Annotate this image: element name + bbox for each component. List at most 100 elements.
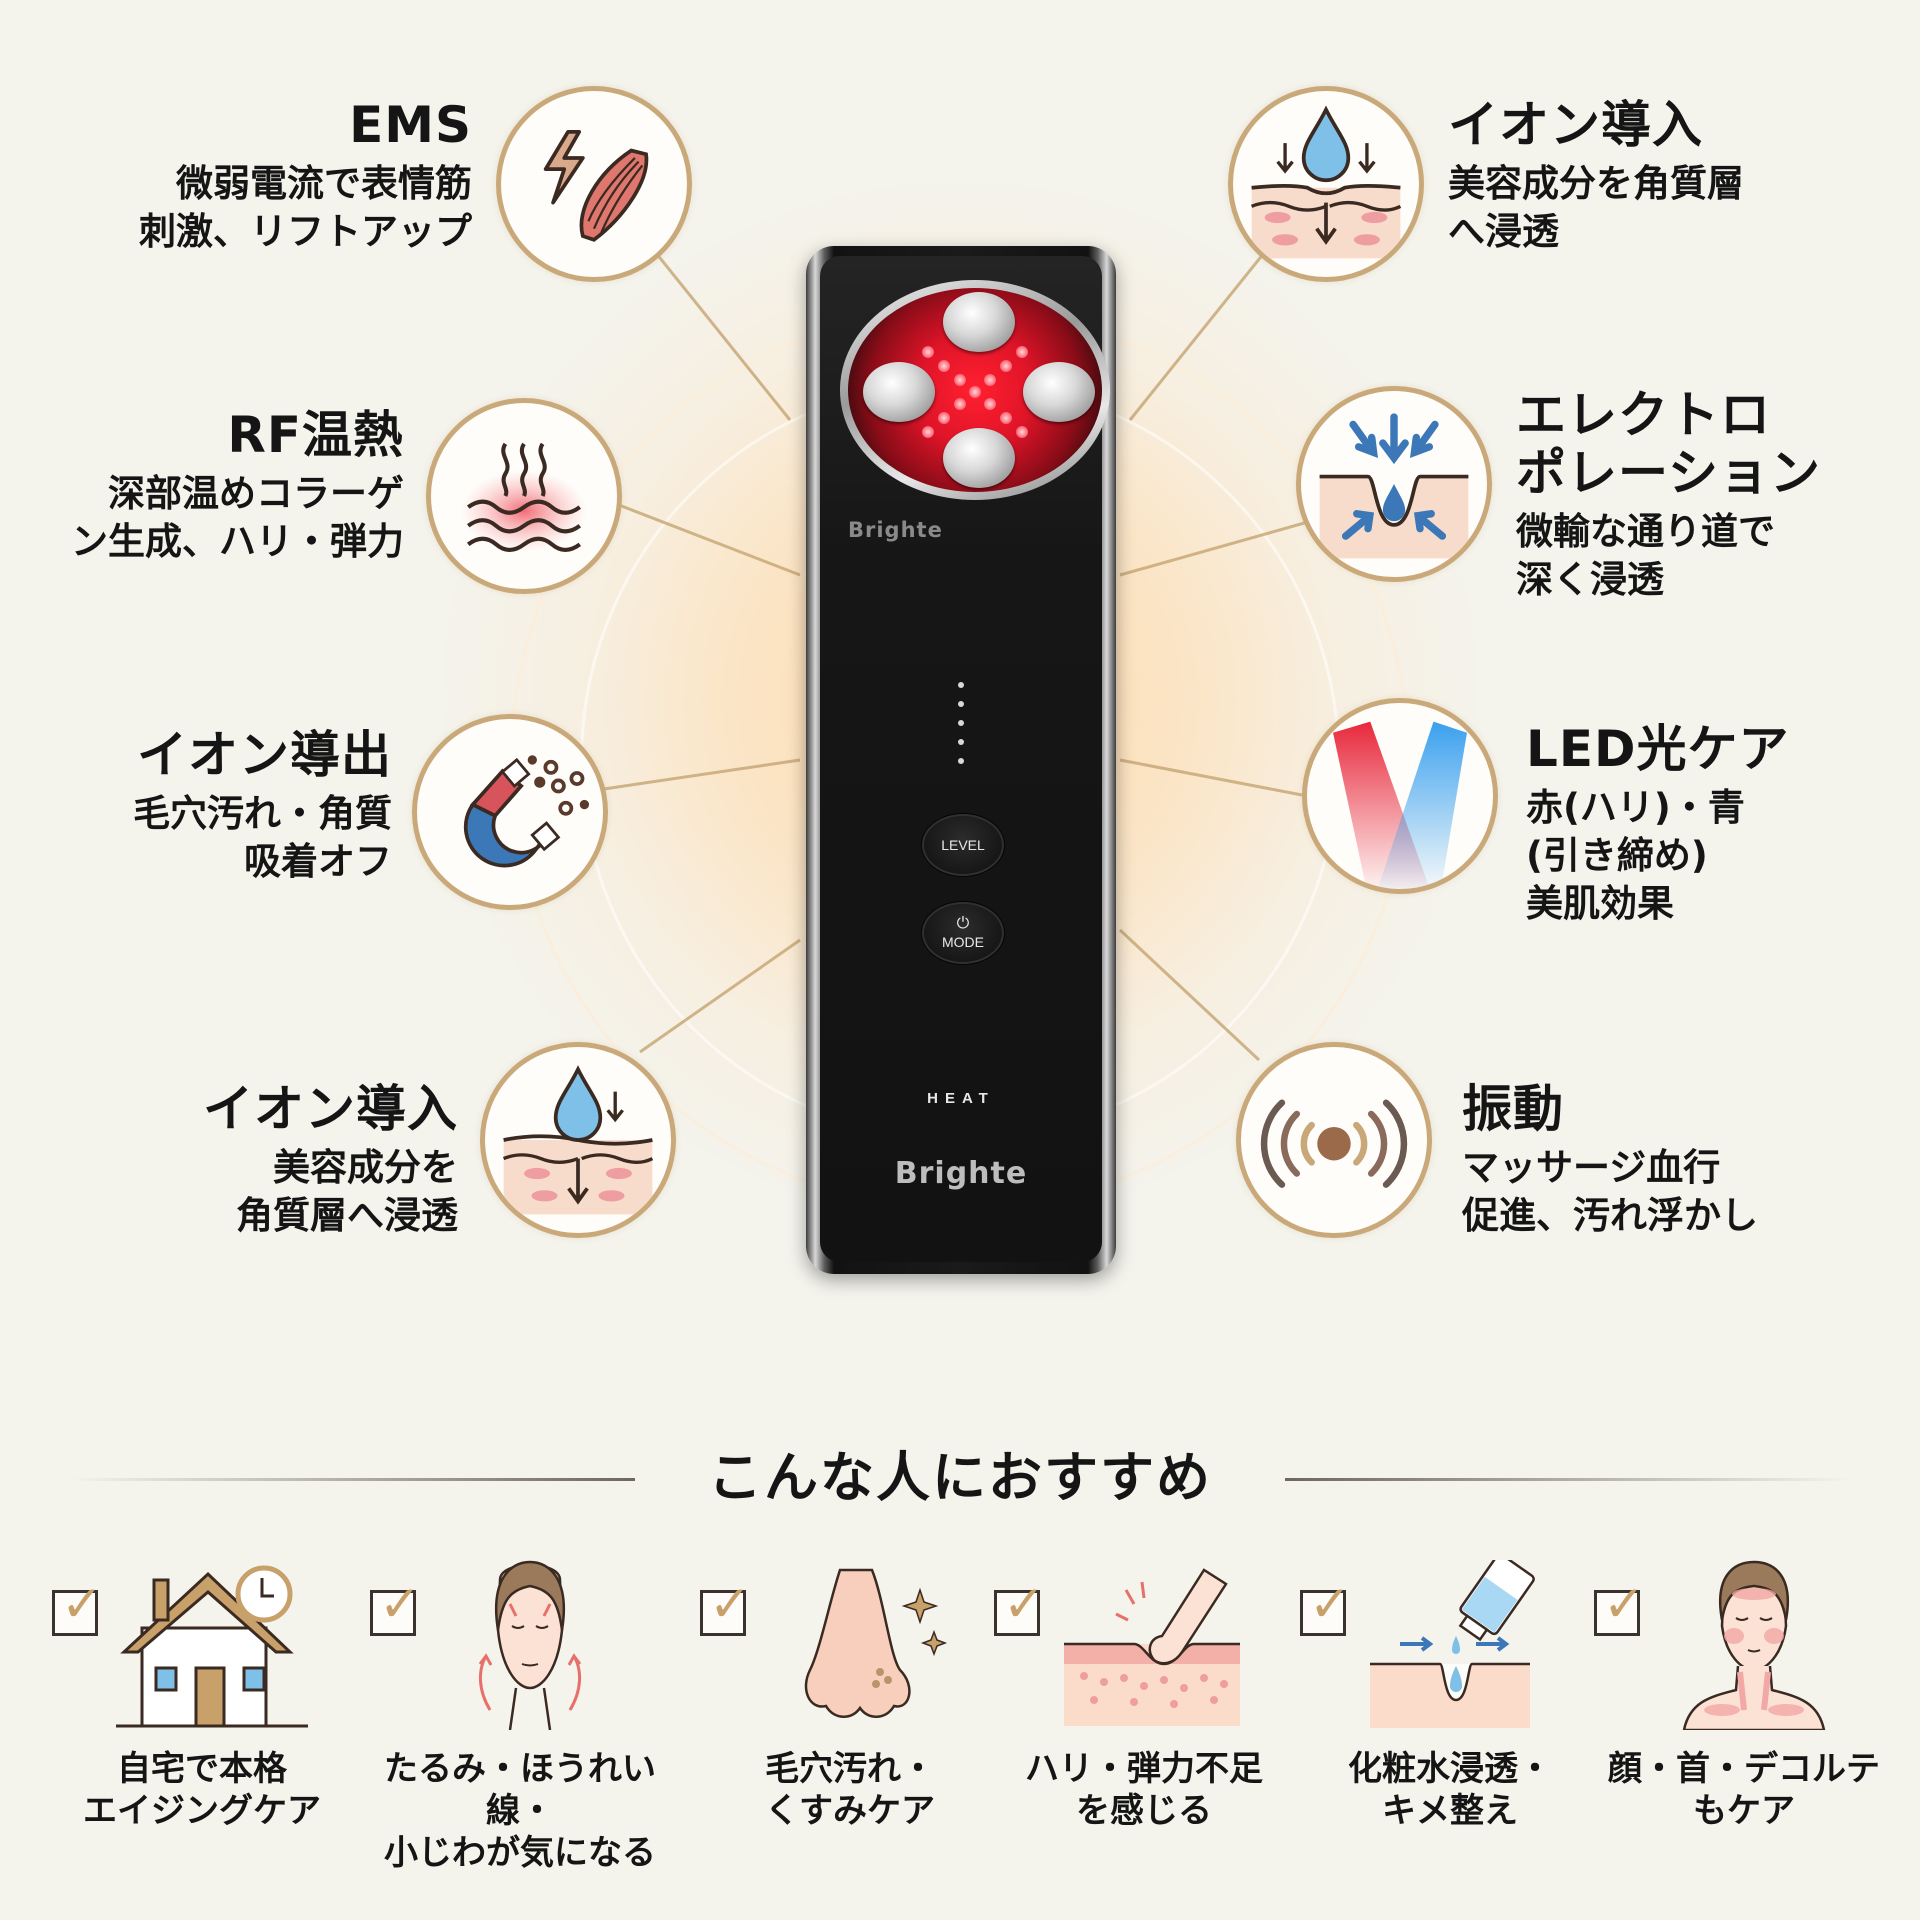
level-indicator-dot xyxy=(958,701,964,707)
led-dot xyxy=(984,398,996,410)
checkbox-icon: ✓ xyxy=(52,1579,103,1636)
feature-ion-inflow-left: イオン導入 美容成分を 角質層へ浸透 xyxy=(203,1080,458,1240)
mode-power-button[interactable]: ⏻ MODE xyxy=(922,902,1004,964)
feature-ion-outflow: イオン導出 毛穴汚れ・角質 吸着オフ xyxy=(133,726,392,886)
led-dot xyxy=(954,374,966,386)
feature-led-light: LED光ケア 赤(ハリ)・青 (引き締め) 美肌効果 xyxy=(1526,720,1790,928)
led-dot xyxy=(969,386,981,398)
feature-bubble-rf xyxy=(426,398,622,594)
level-indicator-dot xyxy=(958,720,964,726)
led-head xyxy=(848,288,1102,492)
level-indicator-dot xyxy=(958,758,964,764)
magnet-icon xyxy=(463,755,590,868)
feature-bubble-ems xyxy=(496,86,692,282)
level-button[interactable]: LEVEL xyxy=(922,814,1004,876)
house-clock-icon xyxy=(116,1565,308,1728)
feature-ems: EMS 微弱電流で表情筋 刺激、リフトアップ xyxy=(139,96,472,256)
led-dot xyxy=(1016,426,1028,438)
led-dot xyxy=(938,360,950,372)
power-icon: ⏻ xyxy=(956,915,970,932)
recommend-item-face-neck: ✓ 顔・首・デコルテ もケア xyxy=(1594,1560,1894,1831)
feature-bubble-electroporation xyxy=(1296,386,1492,582)
led-dot xyxy=(954,398,966,410)
beauty-device: Brighte LEVEL ⏻ MODE HEAT Brighte xyxy=(806,246,1116,1274)
pore-arrows-icon xyxy=(1319,413,1469,559)
feature-desc: 微輸な通り道で 深く浸透 xyxy=(1516,510,1775,601)
led-light-beams-icon xyxy=(1333,721,1467,889)
led-dot xyxy=(1000,360,1012,372)
recommend-header: こんな人におすすめ xyxy=(0,1440,1920,1520)
checkbox-icon: ✓ xyxy=(370,1579,421,1636)
led-dot xyxy=(984,374,996,386)
feature-title: イオン導入 xyxy=(203,1080,458,1138)
feature-bubble-led xyxy=(1302,698,1498,894)
electrode-left xyxy=(863,362,935,422)
recommend-item-lotion: ✓ 化粧水浸透・ キメ整え xyxy=(1300,1560,1600,1831)
recommend-label: 自宅で本格 エイジングケア xyxy=(83,1749,321,1831)
feature-bubble-ion-out xyxy=(412,714,608,910)
recommend-label: たるみ・ほうれい線・ 小じわが気になる xyxy=(384,1749,656,1873)
recommend-label: 化粧水浸透・ キメ整え xyxy=(1348,1749,1552,1831)
level-indicator-dot xyxy=(958,739,964,745)
feature-desc: 毛穴汚れ・角質 吸着オフ xyxy=(133,792,392,883)
level-indicator-dot xyxy=(958,682,964,688)
feature-title: RF温熱 xyxy=(227,406,404,464)
feature-vibration: 振動 マッサージ血行 促進、汚れ浮かし xyxy=(1462,1080,1758,1240)
feature-title: イオン導出 xyxy=(137,726,392,784)
recommend-item-firmness: ✓ ハリ・弾力不足 を感じる xyxy=(994,1560,1294,1831)
device-body: Brighte LEVEL ⏻ MODE HEAT Brighte xyxy=(820,256,1110,1262)
led-dot xyxy=(1016,346,1028,358)
mode-button-label: MODE xyxy=(942,934,984,950)
recommend-label: 毛穴汚れ・ くすみケア xyxy=(765,1749,935,1831)
feature-desc: 赤(ハリ)・青 (引き締め) 美肌効果 xyxy=(1526,786,1745,925)
led-dot xyxy=(1000,412,1012,424)
recommend-label: 顔・首・デコルテ もケア xyxy=(1608,1749,1880,1831)
led-dot xyxy=(922,346,934,358)
feature-bubble-vibration xyxy=(1236,1042,1432,1238)
feature-bubble-ion-in-left xyxy=(480,1042,676,1238)
face-lift-icon xyxy=(478,1560,582,1730)
recommend-item-sagging: ✓ たるみ・ほうれい線・ 小じわが気になる xyxy=(370,1560,670,1873)
device-head xyxy=(840,280,1110,500)
brand-logo-bottom: Brighte xyxy=(894,1156,1028,1191)
divider-right xyxy=(1285,1478,1850,1481)
electrode-bottom xyxy=(943,428,1015,488)
divider-left xyxy=(70,1478,635,1481)
heat-waves-icon xyxy=(460,442,588,552)
checkbox-icon: ✓ xyxy=(1300,1579,1351,1636)
feature-bubble-ion-in-right xyxy=(1228,86,1424,282)
feature-rf-heat: RF温熱 深部温めコラーゲ ン生成、ハリ・弾力 xyxy=(71,406,404,566)
face-neck-decollete-icon xyxy=(1682,1560,1826,1730)
electrode-right xyxy=(1023,362,1095,422)
checkbox-icon: ✓ xyxy=(1594,1579,1645,1636)
droplet-skin-icon xyxy=(502,1065,654,1215)
feature-desc: 深部温めコラーゲ ン生成、ハリ・弾力 xyxy=(71,472,404,563)
muscle-lightning-icon xyxy=(543,130,649,242)
feature-title: 振動 xyxy=(1462,1080,1564,1138)
brand-logo-top: Brighte xyxy=(848,518,943,542)
checkbox-icon: ✓ xyxy=(994,1579,1045,1636)
lotion-bottle-icon xyxy=(1370,1560,1535,1728)
feature-ion-inflow-right: イオン導入 美容成分を角質層 へ浸透 xyxy=(1448,96,1744,256)
feature-title: エレクトロ ポレーション xyxy=(1516,386,1821,502)
skin-press-icon xyxy=(1064,1568,1240,1726)
droplet-skin-icon xyxy=(1250,105,1402,259)
vibration-icon xyxy=(1260,1099,1408,1188)
nose-sparkle-icon xyxy=(804,1568,948,1718)
recommend-title: こんな人におすすめ xyxy=(708,1446,1212,1509)
level-indicators xyxy=(958,682,966,777)
feature-title: EMS xyxy=(349,96,472,154)
feature-desc: マッサージ血行 促進、汚れ浮かし xyxy=(1462,1146,1758,1237)
feature-electroporation: エレクトロ ポレーション 微輸な通り道で 深く浸透 xyxy=(1516,386,1821,604)
feature-title: イオン導入 xyxy=(1448,96,1703,154)
feature-desc: 美容成分を角質層 へ浸透 xyxy=(1448,162,1744,253)
heat-label: HEAT xyxy=(927,1090,995,1107)
electrode-top xyxy=(943,292,1015,352)
level-button-label: LEVEL xyxy=(941,837,985,853)
recommend-item-home-care: ✓ 自宅で本格 エイジングケア xyxy=(52,1560,352,1831)
led-dot xyxy=(922,426,934,438)
feature-desc: 微弱電流で表情筋 刺激、リフトアップ xyxy=(139,162,472,253)
recommend-label: ハリ・弾力不足 を感じる xyxy=(1025,1749,1263,1831)
recommend-item-pores: ✓ 毛穴汚れ・ くすみケア xyxy=(700,1560,1000,1831)
